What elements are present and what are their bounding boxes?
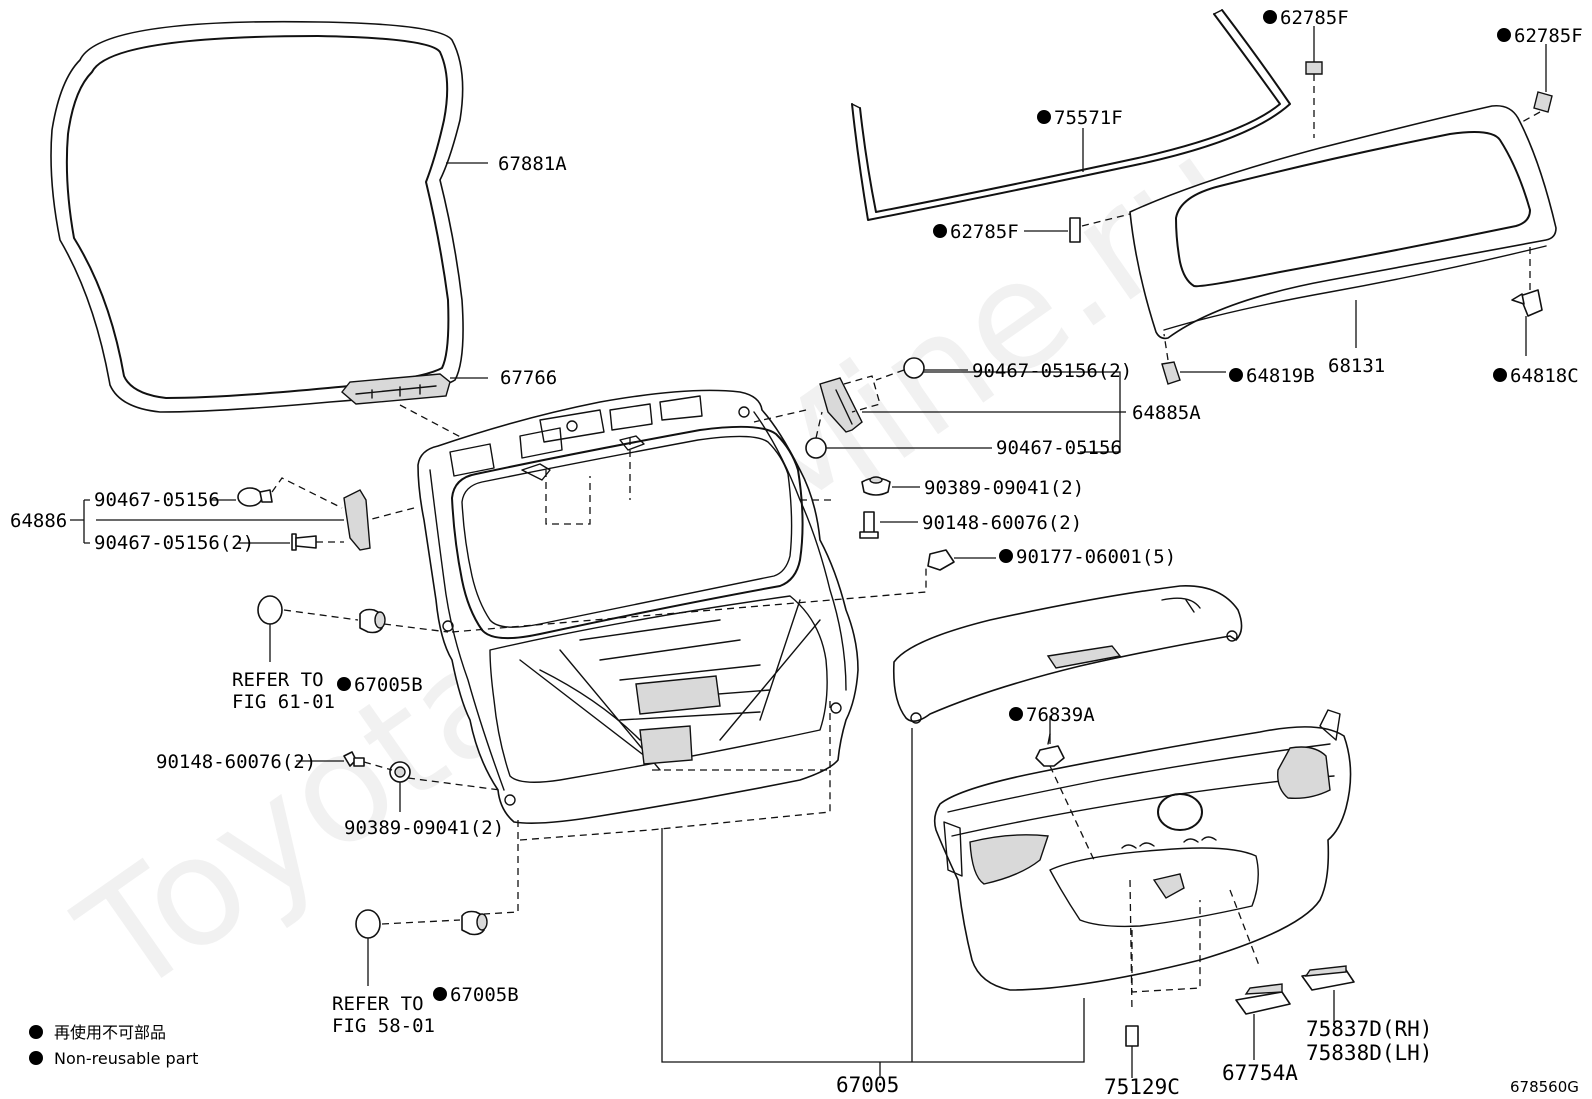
label-refer-to-58: REFER TO	[332, 993, 424, 1015]
lamp-75837D-75838D	[1301, 965, 1355, 991]
non-reusable-mark-67005B-lower	[433, 987, 447, 1001]
non-reusable-mark-62785F-right	[1497, 28, 1511, 42]
label-fig-58-01: FIG 58-01	[332, 1015, 435, 1037]
label-90467-05156-2-right: 90467-05156(2)	[972, 360, 1132, 382]
label-64885A: 64885A	[1132, 402, 1201, 424]
label-67766: 67766	[500, 367, 557, 389]
non-reusable-mark-62785F-top	[1263, 10, 1277, 24]
spoiler-upper	[892, 585, 1243, 724]
clip-90467-05156-2-left	[291, 533, 317, 551]
label-64818C: 64818C	[1510, 365, 1579, 387]
back-door-inner-panel	[417, 389, 859, 824]
cushion-64819B	[1161, 361, 1181, 385]
legend: 再使用不可部品 Non-reusable part	[29, 1023, 198, 1068]
nut-90177-06001	[927, 549, 955, 571]
label-62785F-top: 62785F	[1280, 7, 1349, 29]
label-refer-to-61: REFER TO	[232, 669, 324, 691]
clip-76839A	[1035, 733, 1065, 767]
label-64819B: 64819B	[1246, 365, 1315, 387]
label-67005: 67005	[836, 1073, 899, 1097]
non-reusable-mark-62785F-lower	[933, 224, 947, 238]
label-75571F: 75571F	[1054, 107, 1123, 129]
bolt-90148-60076-right	[859, 511, 879, 539]
non-reusable-mark-67005B-upper	[337, 677, 351, 691]
bolt-90148-60076-left	[343, 751, 365, 767]
legend-text-en: Non-reusable part	[54, 1049, 198, 1068]
label-fig-61-01: FIG 61-01	[232, 691, 335, 713]
label-75837D-RH: 75837D(RH)	[1306, 1017, 1432, 1041]
non-reusable-mark-64819B	[1229, 368, 1243, 382]
label-68131: 68131	[1328, 355, 1385, 377]
label-90467-05156-right: 90467-05156	[996, 437, 1122, 459]
high-mount-stop-lamp-67766	[341, 373, 451, 405]
non-reusable-mark-76839A	[1009, 707, 1023, 721]
cushion-67005B-upper	[257, 595, 386, 634]
label-67005B-upper: 67005B	[354, 674, 423, 696]
label-90177-06001: 90177-06001(5)	[1016, 546, 1176, 568]
label-67754A: 67754A	[1222, 1061, 1298, 1085]
figure-code: 678560G	[1510, 1078, 1579, 1096]
label-62785F-lower: 62785F	[950, 221, 1019, 243]
label-67881A: 67881A	[498, 153, 567, 175]
clip-90467-05156-left	[237, 487, 273, 507]
bracket-64885A	[819, 377, 863, 433]
cushion-75129C	[1125, 1025, 1139, 1047]
switch-67754A	[1235, 983, 1291, 1015]
legend-dot-jp	[29, 1025, 43, 1039]
fastener-62785F-top	[1305, 61, 1323, 75]
fastener-62785F-right	[1533, 91, 1553, 113]
legend-text-jp: 再使用不可部品	[54, 1023, 166, 1042]
non-reusable-mark-90177	[999, 549, 1013, 563]
non-reusable-mark-75571F	[1037, 110, 1051, 124]
back-door-outer-panel	[933, 709, 1352, 991]
label-75129C: 75129C	[1104, 1075, 1180, 1099]
label-90467-05156-left: 90467-05156	[94, 489, 220, 511]
label-90467-05156-2-left: 90467-05156(2)	[94, 532, 254, 554]
label-75838D-LH: 75838D(LH)	[1306, 1041, 1432, 1065]
cushion-90389-09041-left	[389, 761, 411, 783]
label-64886: 64886	[10, 510, 67, 532]
clip-90467-05156-right	[805, 437, 827, 459]
back-door-glass-68131	[1129, 104, 1557, 340]
label-76839A: 76839A	[1026, 704, 1095, 726]
bracket-64886	[343, 489, 371, 551]
label-90389-09041-right: 90389-09041(2)	[924, 477, 1084, 499]
label-90148-60076-left: 90148-60076(2)	[156, 751, 316, 773]
label-62785F-right: 62785F	[1514, 25, 1583, 47]
legend-dot-en	[29, 1051, 43, 1065]
label-90389-09041-left: 90389-09041(2)	[344, 817, 504, 839]
cushion-90389-09041-right	[861, 476, 891, 496]
label-67005B-lower: 67005B	[450, 984, 519, 1006]
moulding-75571F	[851, 9, 1291, 221]
fastener-62785F-lower	[1069, 217, 1081, 243]
weatherstrip-67881A	[50, 20, 464, 413]
label-90148-60076-right: 90148-60076(2)	[922, 512, 1082, 534]
non-reusable-mark-64818C	[1493, 368, 1507, 382]
cushion-67005B-lower	[355, 909, 488, 939]
clip-90467-05156-2-right	[903, 357, 925, 379]
cushion-64818C	[1511, 289, 1543, 317]
